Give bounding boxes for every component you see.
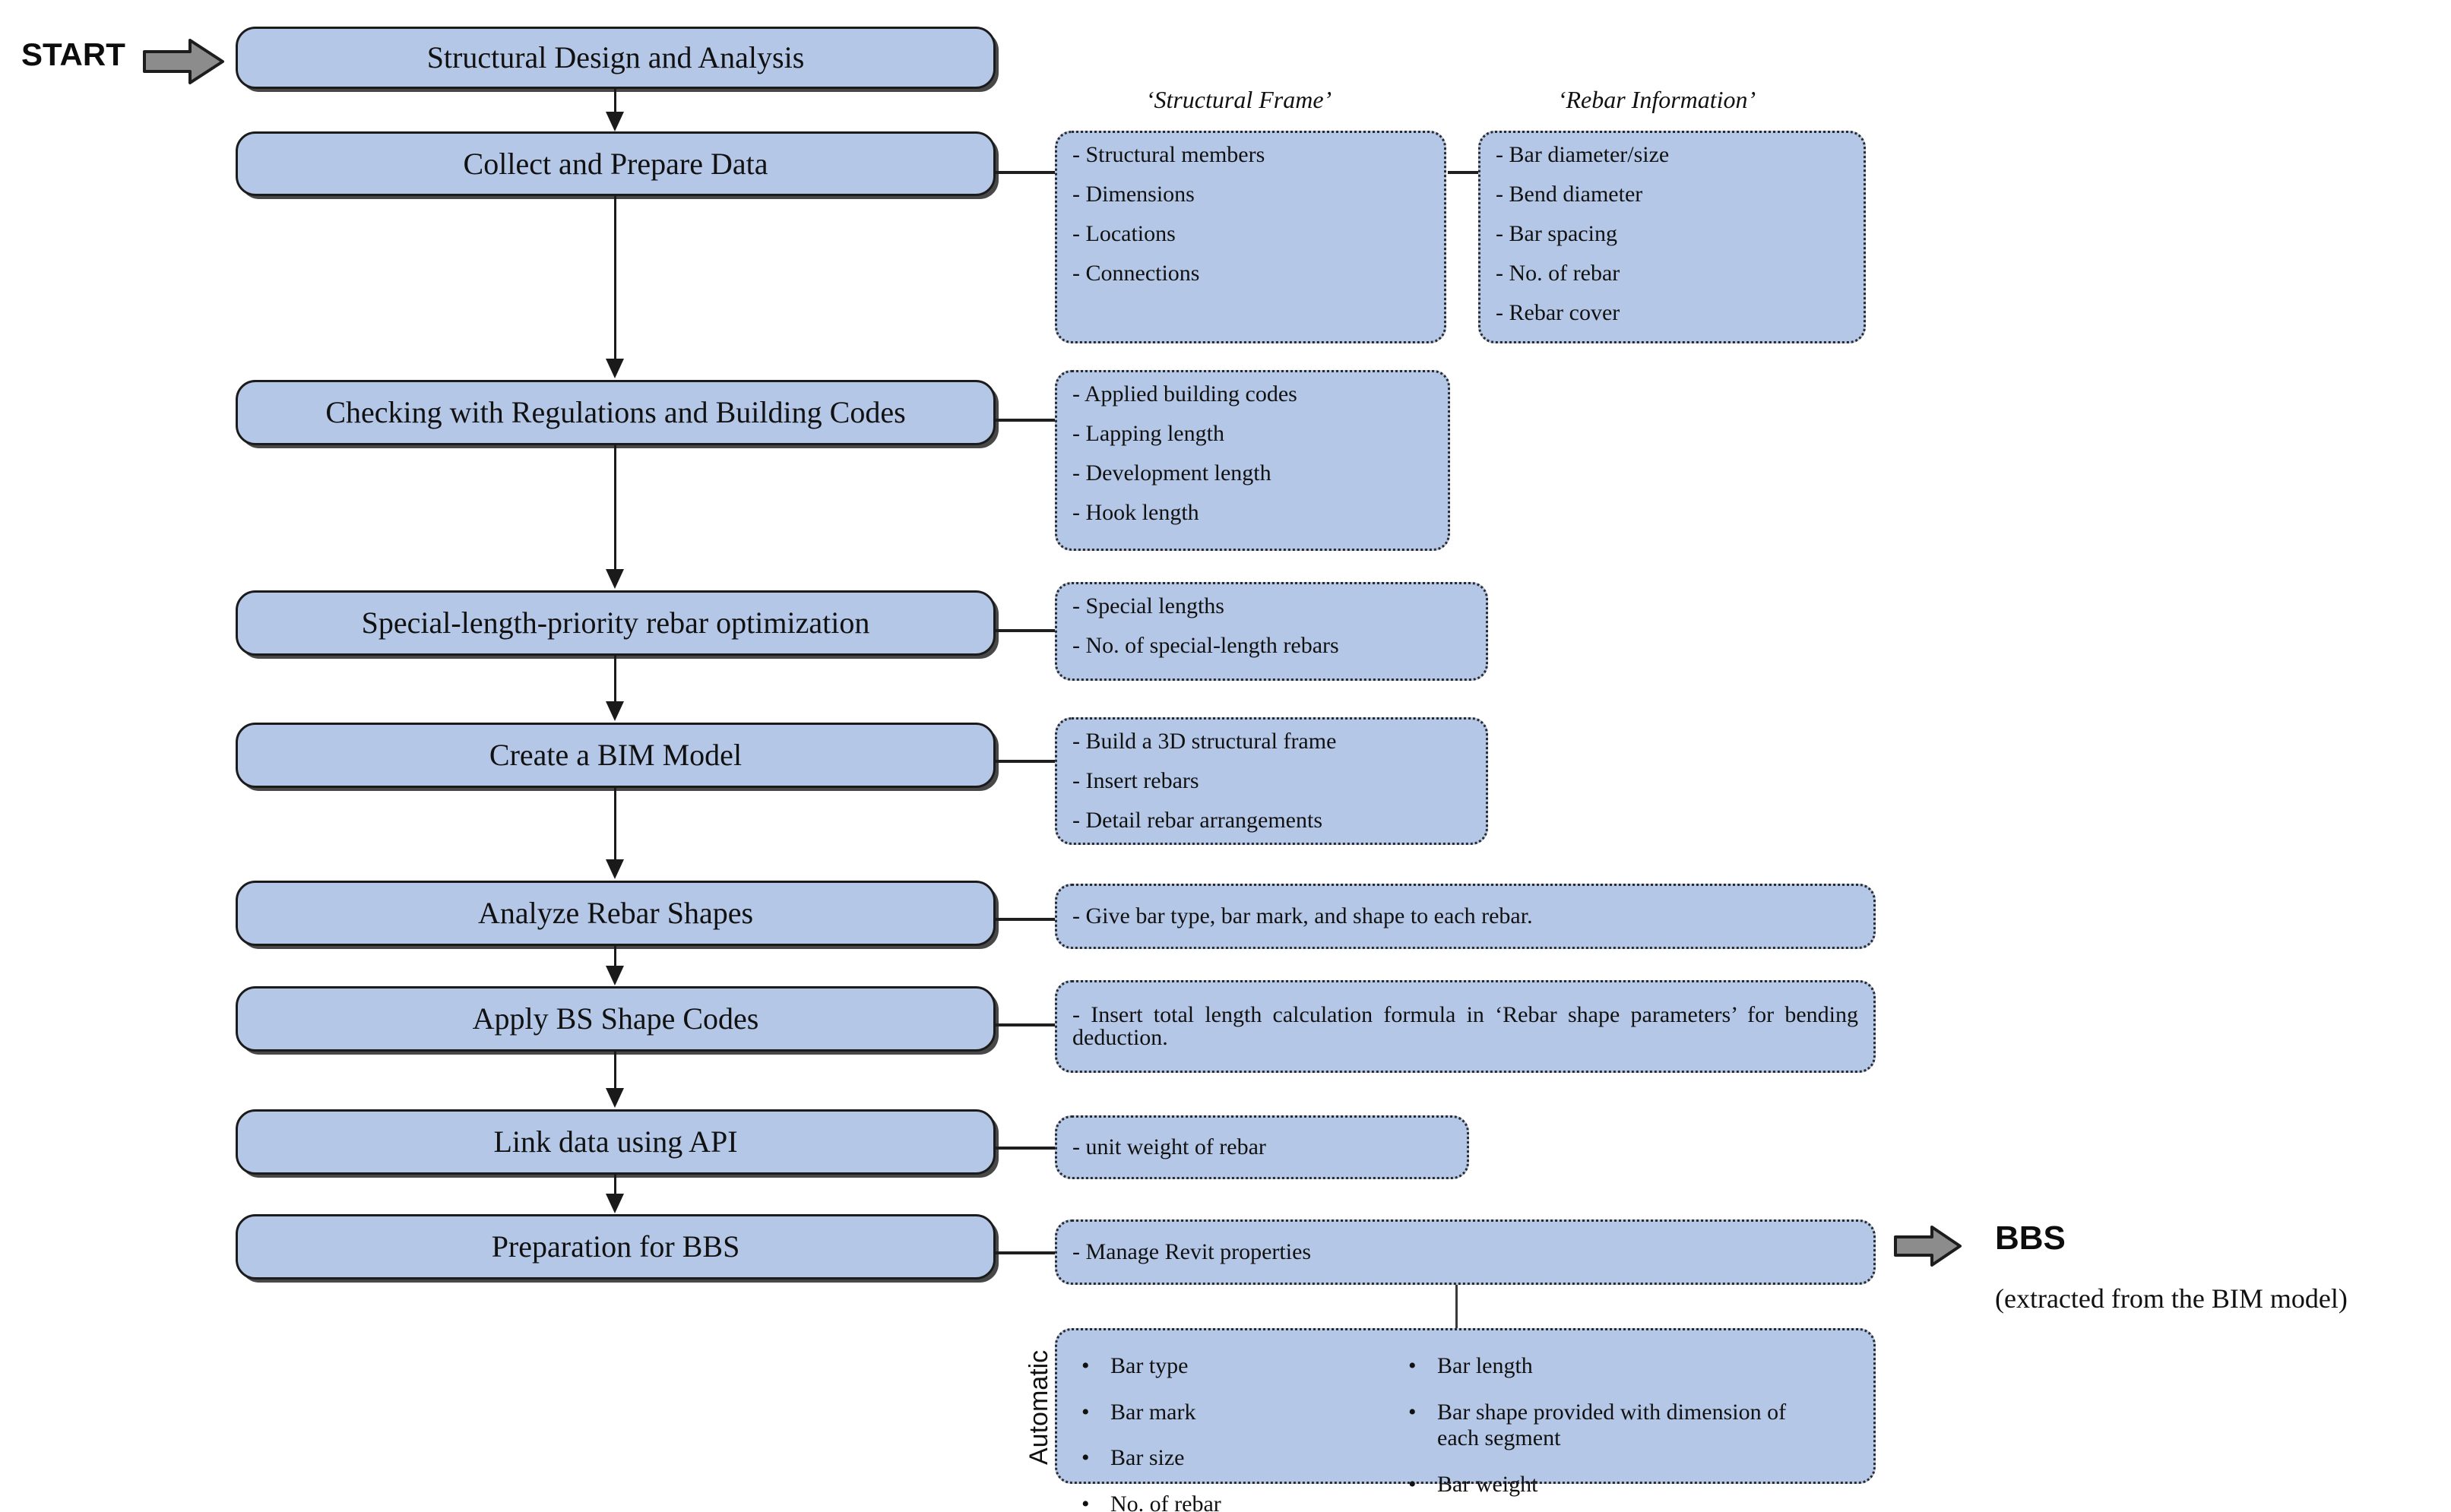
process-label: Link data using API [493,1125,738,1159]
leader-line-api [996,1147,1056,1150]
note-item: Bar spacing [1496,223,1848,245]
process-label: Analyze Rebar Shapes [477,896,754,930]
process-box-apply-bs-shape-codes[interactable]: Apply BS Shape Codes [236,986,996,1052]
process-box-link-data-using-api[interactable]: Link data using API [236,1109,996,1175]
process-label: Checking with Regulations and Building C… [325,395,906,429]
note-item: Give bar type, bar mark, and shape to ea… [1072,905,1858,928]
note-item: Insert rebars [1072,770,1471,792]
start-arrow-icon [143,38,225,85]
process-box-checking-with-regulations-and-building-codes[interactable]: Checking with Regulations and Building C… [236,380,996,445]
leader-line-bim-model [996,760,1056,763]
note-item: Development length [1072,462,1433,485]
process-box-special-length-priority-rebar-optimization[interactable]: Special-length-priority rebar optimizati… [236,590,996,656]
process-label: Special-length-priority rebar optimizati… [361,606,870,640]
note-item: Bend diameter [1496,183,1848,206]
note-box-regulations: Applied building codes Lapping length De… [1055,370,1450,551]
note-box-bim-model: Build a 3D structural frame Insert rebar… [1055,717,1488,845]
note-list: Applied building codes Lapping length De… [1072,383,1433,524]
note-box-rebar-information: Bar diameter/size Bend diameter Bar spac… [1478,131,1866,343]
start-label: START [21,36,125,72]
output-title: BBS [1995,1219,2066,1257]
leader-line-optimization [996,629,1056,632]
note-list: unit weight of rebar [1072,1136,1452,1159]
note-item: Manage Revit properties [1072,1241,1858,1264]
note-list: Give bar type, bar mark, and shape to ea… [1072,905,1858,928]
note-list: Structural members Dimensions Locations … [1072,144,1429,285]
leader-line-rebar-shapes [996,918,1056,921]
note-item: Dimensions [1072,183,1429,206]
automatic-label: Automatic [1024,1349,1053,1465]
leader-line-bs-shape-codes [996,1023,1056,1026]
automatic-left-list: Bar type Bar mark Bar size No. of rebar [1075,1353,1357,1512]
process-box-collect-and-prepare-data[interactable]: Collect and Prepare Data [236,131,996,196]
process-label: Collect and Prepare Data [463,146,768,181]
note-item: No. of special-length rebars [1072,634,1471,657]
note-item: No. of rebar [1496,262,1848,285]
note-item: Locations [1072,223,1429,245]
note-list: Bar diameter/size Bend diameter Bar spac… [1496,144,1848,324]
process-label: Create a BIM Model [489,738,743,772]
note-item: Connections [1072,262,1429,285]
leader-line-preparation [996,1251,1056,1254]
process-label: Apply BS Shape Codes [472,1001,759,1036]
output-arrow-icon [1894,1225,1962,1267]
note-box-api: unit weight of rebar [1055,1115,1469,1179]
note-item: Bar size [1075,1445,1357,1472]
note-item: Bar weight [1402,1472,1787,1498]
leader-line-structural-frame-to-rebar [1448,171,1478,174]
automatic-right-list: Bar length Bar shape provided with dimen… [1402,1353,1787,1512]
leader-line-regulations [996,419,1056,422]
note-list: Manage Revit properties [1072,1241,1858,1264]
note-item: Special lengths [1072,595,1471,618]
note-box-optimization: Special lengths No. of special-length re… [1055,582,1488,681]
note-box-bs-shape-codes: Insert total length calculation formula … [1055,980,1876,1073]
note-item: Applied building codes [1072,383,1433,406]
note-item: Bar length [1402,1353,1787,1380]
note-box-rebar-shapes: Give bar type, bar mark, and shape to ea… [1055,884,1876,949]
note-item: No. of rebar [1075,1491,1357,1512]
process-box-create-a-bim-model[interactable]: Create a BIM Model [236,723,996,788]
automatic-columns: Bar type Bar mark Bar size No. of rebar … [1075,1353,1855,1512]
leader-line-collect-data [996,171,1056,174]
note-item: Rebar cover [1496,302,1848,324]
note-item: Bar mark [1075,1400,1357,1426]
note-box-automatic: Bar type Bar mark Bar size No. of rebar … [1055,1328,1876,1512]
note-box-preparation: Manage Revit properties [1055,1219,1876,1285]
process-box-structural-design-and-analysis[interactable]: Structural Design and Analysis [236,27,996,89]
note-item: Structural members [1072,144,1429,166]
note-box-structural-frame: Structural members Dimensions Locations … [1055,131,1446,343]
note-item: Hook length [1072,501,1433,524]
note-item: Insert total length calculation formula … [1072,1004,1858,1049]
group-caption-structural-frame: ‘Structural Frame’ [1145,86,1332,113]
note-item: Bar shape provided with dimension of eac… [1402,1400,1787,1452]
note-item: unit weight of rebar [1072,1136,1452,1159]
process-label: Structural Design and Analysis [426,40,805,74]
leader-line-preparation-to-automatic [1455,1284,1458,1328]
output-subtitle: (extracted from the BIM model) [1995,1283,2348,1314]
note-item: Build a 3D structural frame [1072,730,1471,753]
note-item: Bar type [1075,1353,1357,1380]
note-item: Bar diameter/size [1496,144,1848,166]
note-list: Special lengths No. of special-length re… [1072,595,1471,657]
note-list: Build a 3D structural frame Insert rebar… [1072,730,1471,832]
process-box-analyze-rebar-shapes[interactable]: Analyze Rebar Shapes [236,881,996,946]
process-box-preparation-for-bbs[interactable]: Preparation for BBS [236,1214,996,1280]
note-item: Detail rebar arrangements [1072,809,1471,832]
process-label: Preparation for BBS [491,1229,740,1264]
note-item: Lapping length [1072,422,1433,445]
group-caption-rebar-information: ‘Rebar Information’ [1557,86,1756,113]
